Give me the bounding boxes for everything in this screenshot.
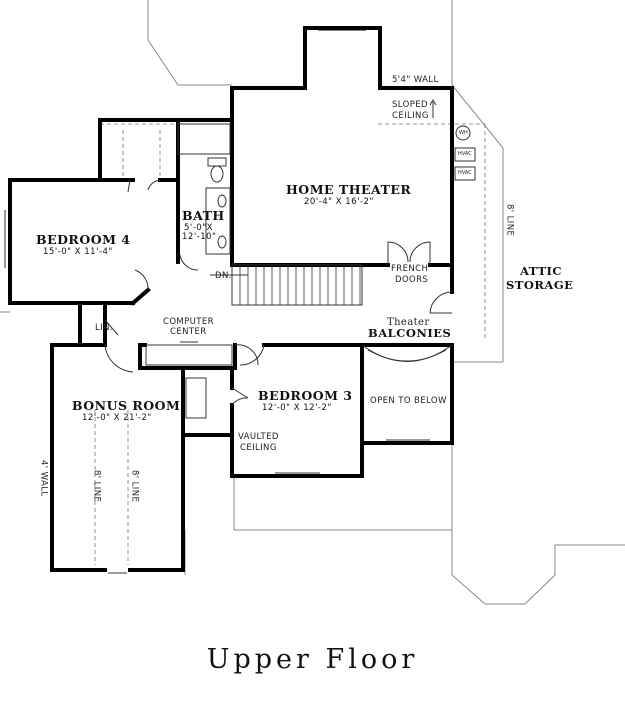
bedroom4-dims: 15'-0" X 11'-4" <box>43 247 113 257</box>
balconies-label: BALCONIES <box>368 326 452 340</box>
theater-bay <box>305 26 380 31</box>
home-theater-dims: 20'-4" X 16'-2" <box>304 197 374 207</box>
line-8-note-b: 8' LINE <box>129 470 140 503</box>
storage-label: STORAGE <box>506 278 574 292</box>
wall-4-note: 4' WALL <box>38 460 49 497</box>
attic-label: ATTIC <box>520 264 563 278</box>
line-8-attic-note: 8' LINE <box>504 204 515 237</box>
sloped-ceiling-note-1: SLOPED <box>392 100 428 110</box>
open-to-below-note: OPEN TO BELOW <box>370 396 447 406</box>
bedroom3-dims: 12'-0" X 12'-2" <box>262 403 332 413</box>
bath-dims-2: 12'-10" <box>182 232 217 242</box>
vaulted-ceiling-note-2: CEILING <box>240 443 277 453</box>
bath-label: BATH <box>182 208 225 223</box>
dn-note: DN. <box>215 271 232 281</box>
theater-note: Theater <box>387 317 430 328</box>
french-doors-note-1: FRENCH <box>391 264 429 274</box>
hvac-label-2: HVAC <box>458 170 472 176</box>
stair-treads <box>239 265 361 305</box>
walls <box>8 26 454 572</box>
line-8-note-a: 8' LINE <box>91 470 102 503</box>
computer-center-note-2: CENTER <box>170 327 207 337</box>
water-heater-label: WH <box>459 130 468 136</box>
interior-details <box>4 99 476 574</box>
home-theater-label: HOME THEATER <box>286 182 412 197</box>
plan-title: Upper Floor <box>206 644 419 675</box>
hvac-label-1: HVAC <box>458 151 472 157</box>
sloped-ceiling-note-2: CEILING <box>392 111 429 121</box>
bonus-room-dims: 12'-0" X 21'-2" <box>82 413 152 423</box>
bedroom3-label: BEDROOM 3 <box>258 388 353 403</box>
french-doors-note-2: DOORS <box>395 275 429 285</box>
computer-center-note-1: COMPUTER <box>163 317 214 327</box>
bonus-room-label: BONUS ROOM <box>72 398 181 413</box>
vaulted-ceiling-note-1: VAULTED <box>238 432 279 442</box>
lin-note: LIN. <box>95 323 113 333</box>
roof-outline <box>0 0 625 605</box>
bath-dims-1: 5'-0"X <box>184 223 213 233</box>
wall-54-note: 5'4" WALL <box>392 75 439 85</box>
bedroom4-label: BEDROOM 4 <box>36 232 131 247</box>
